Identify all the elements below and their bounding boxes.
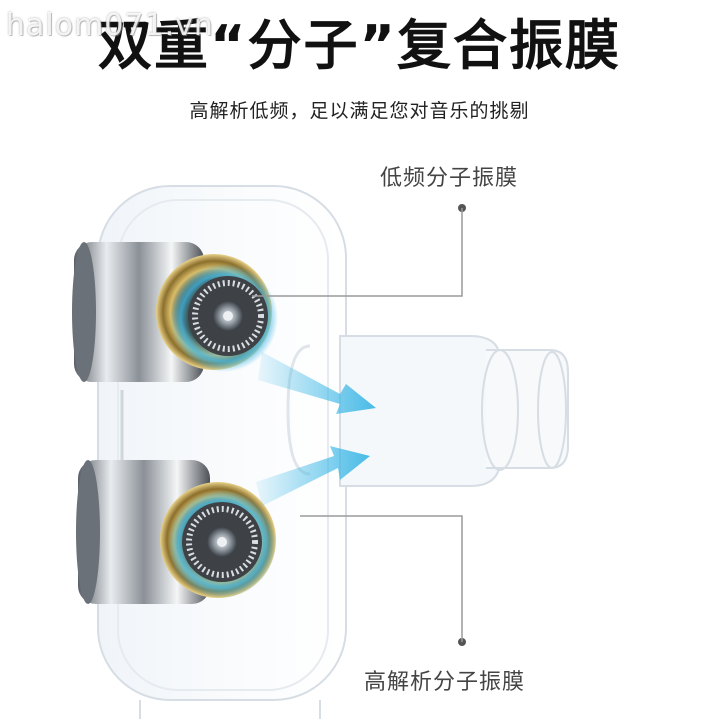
sound-flow-arrow-bottom (256, 446, 370, 506)
label-high-resolution-diaphragm: 高解析分子振膜 (364, 670, 526, 695)
watermark: halom071.vn (6, 8, 214, 43)
page-subtitle: 高解析低频，足以满足您对音乐的挑剔 (189, 100, 530, 122)
label-low-frequency-diaphragm: 低频分子振膜 (380, 166, 519, 191)
driver-unit-top (72, 242, 278, 382)
leader-line-bottom (300, 515, 466, 646)
driver-unit-bottom (76, 460, 276, 604)
sound-flow-arrow-top (258, 352, 376, 414)
page-title: 双重“分子”复合振膜 (98, 14, 621, 77)
leader-line-top (252, 204, 466, 297)
